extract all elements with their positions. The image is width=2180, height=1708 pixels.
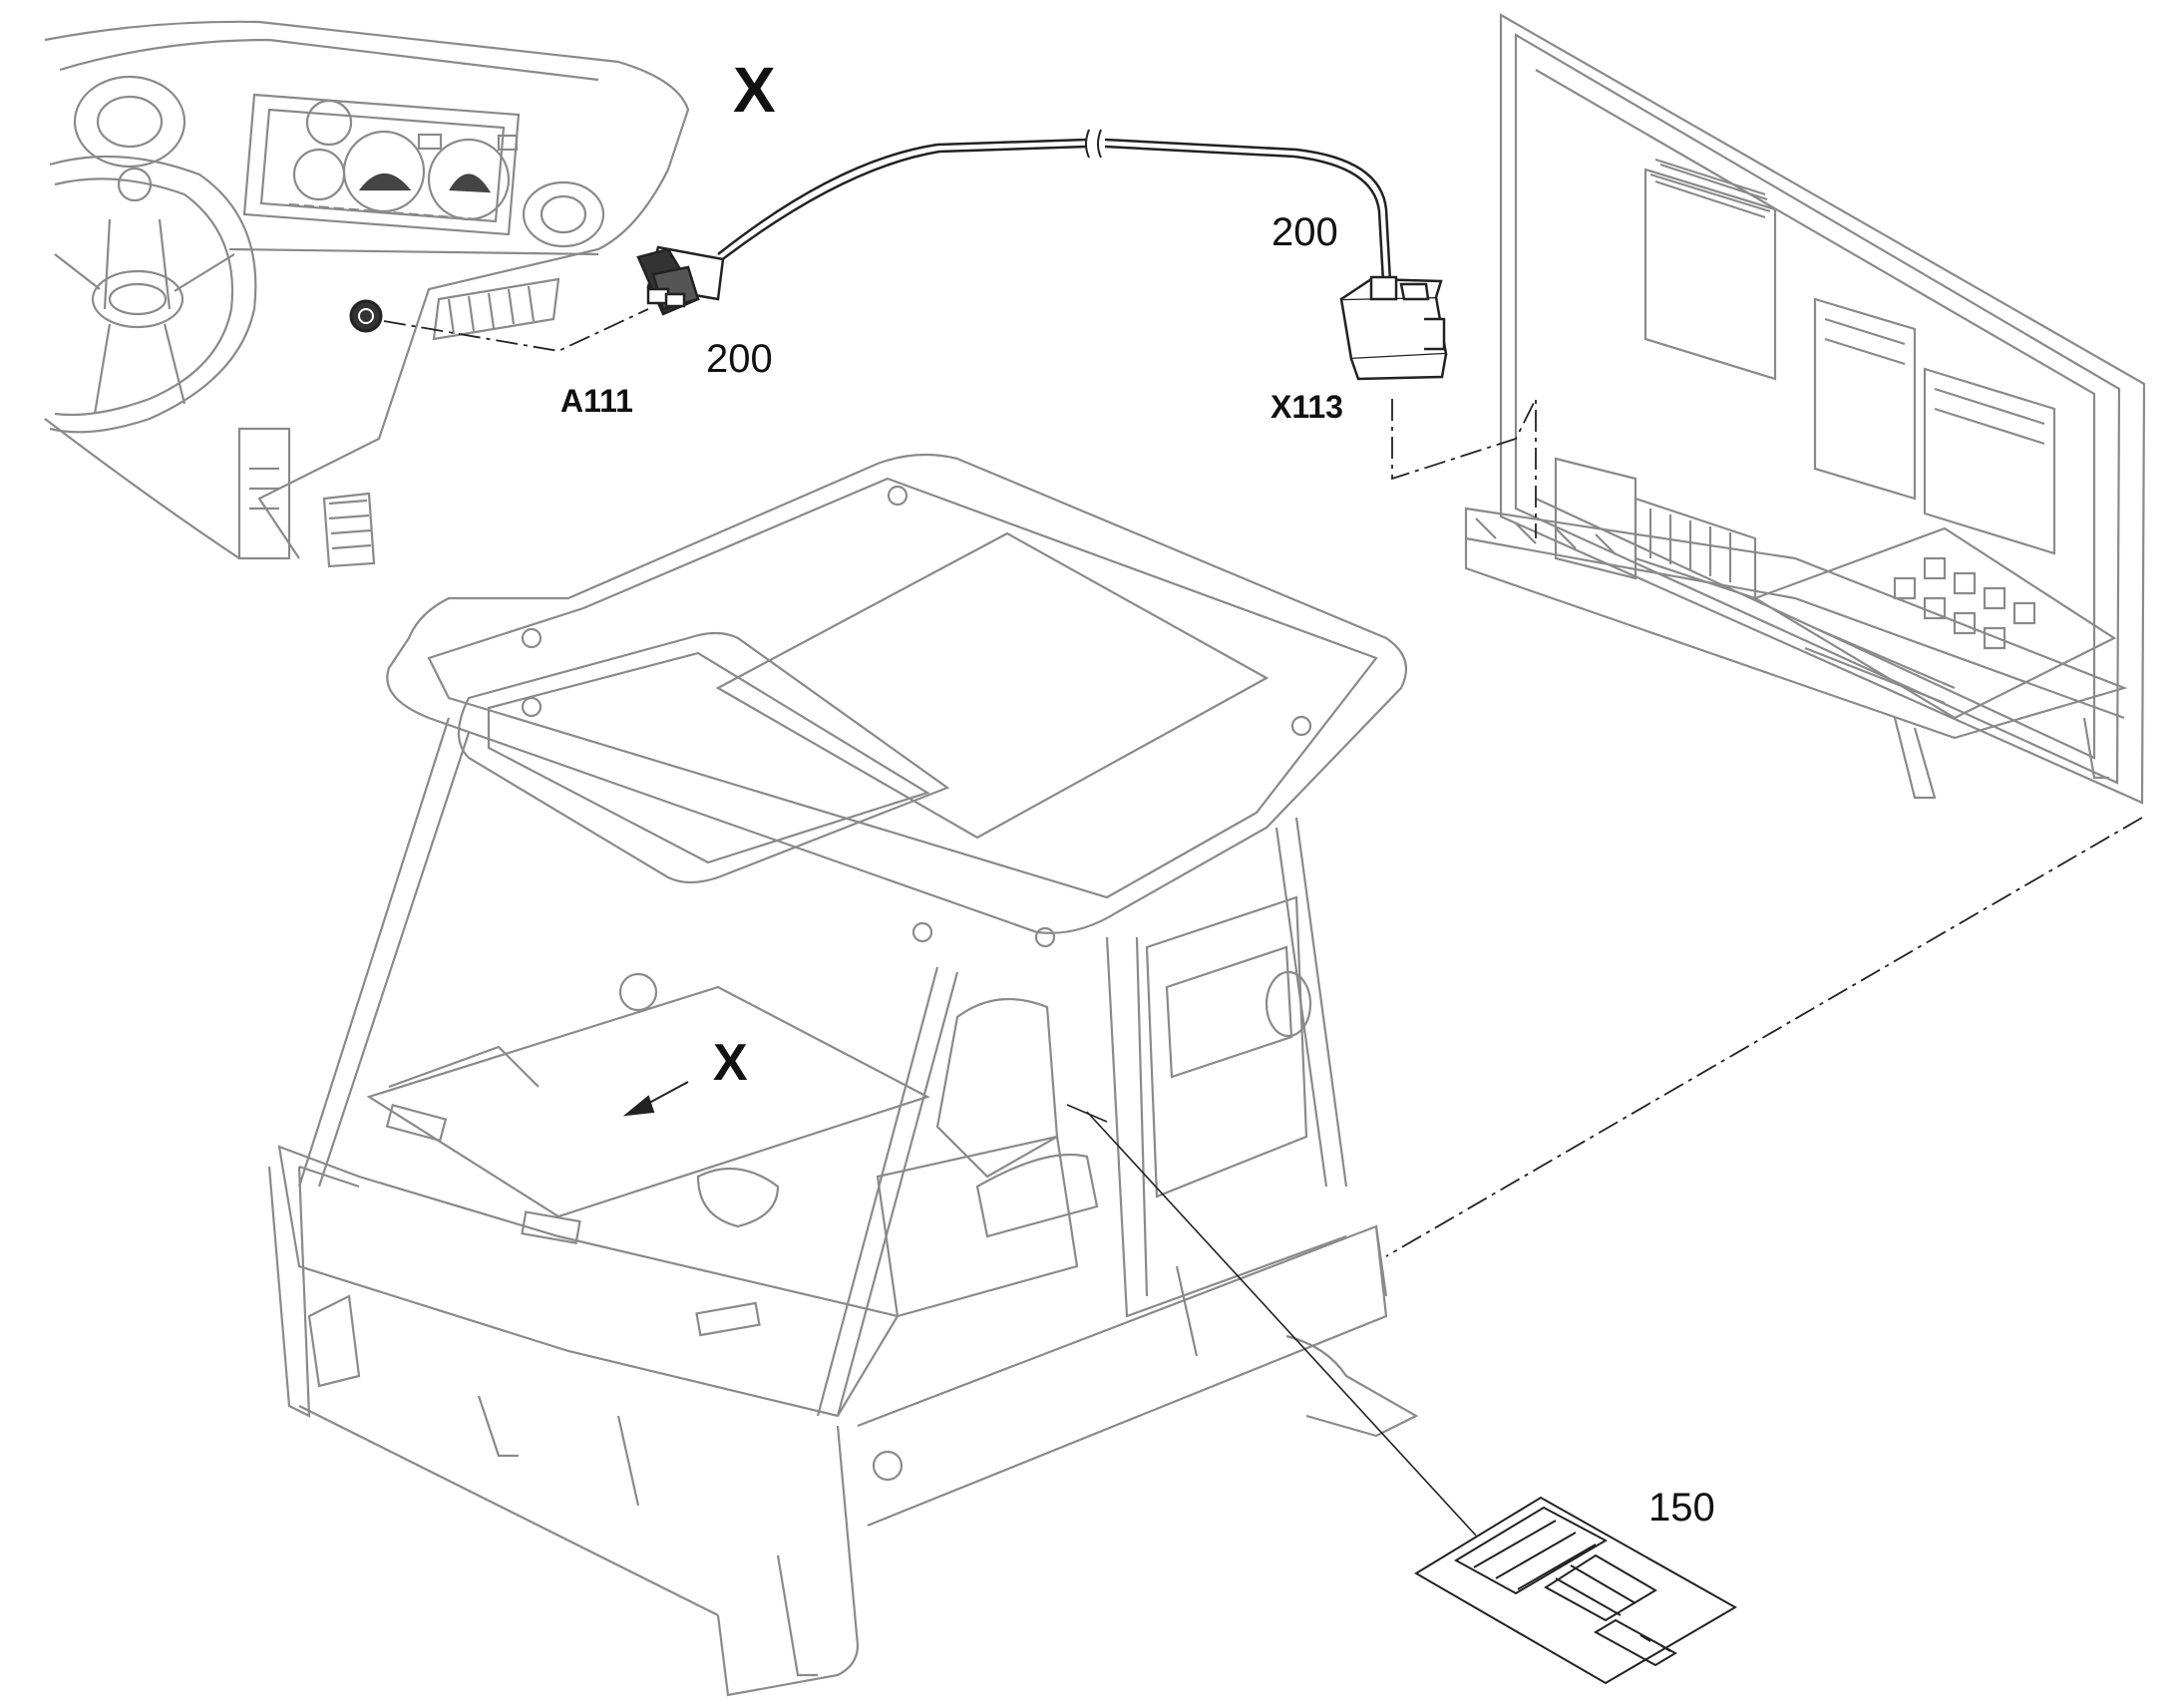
leader-lines (383, 308, 2143, 1537)
electrical-control-panel (1464, 13, 2146, 805)
view-x-arrow (622, 1081, 689, 1117)
callout-x113: X113 (1271, 389, 1343, 425)
harness-connector-a111-end (636, 245, 725, 316)
wiring-harness-200 (717, 129, 1393, 300)
harness-connector-x113-end (1339, 275, 1448, 381)
dashboard-detail-view (44, 20, 690, 568)
callout-a111: A111 (560, 383, 633, 419)
callout-200-connector: 200 (706, 337, 773, 381)
cab-assembly (267, 453, 1419, 1697)
view-x-label-top: X (733, 54, 776, 126)
view-x-label-cab: X (713, 1034, 748, 1092)
callout-200-harness: 200 (1272, 210, 1338, 254)
label-plate-150 (1414, 1496, 1738, 1685)
callout-150: 150 (1648, 1486, 1715, 1530)
